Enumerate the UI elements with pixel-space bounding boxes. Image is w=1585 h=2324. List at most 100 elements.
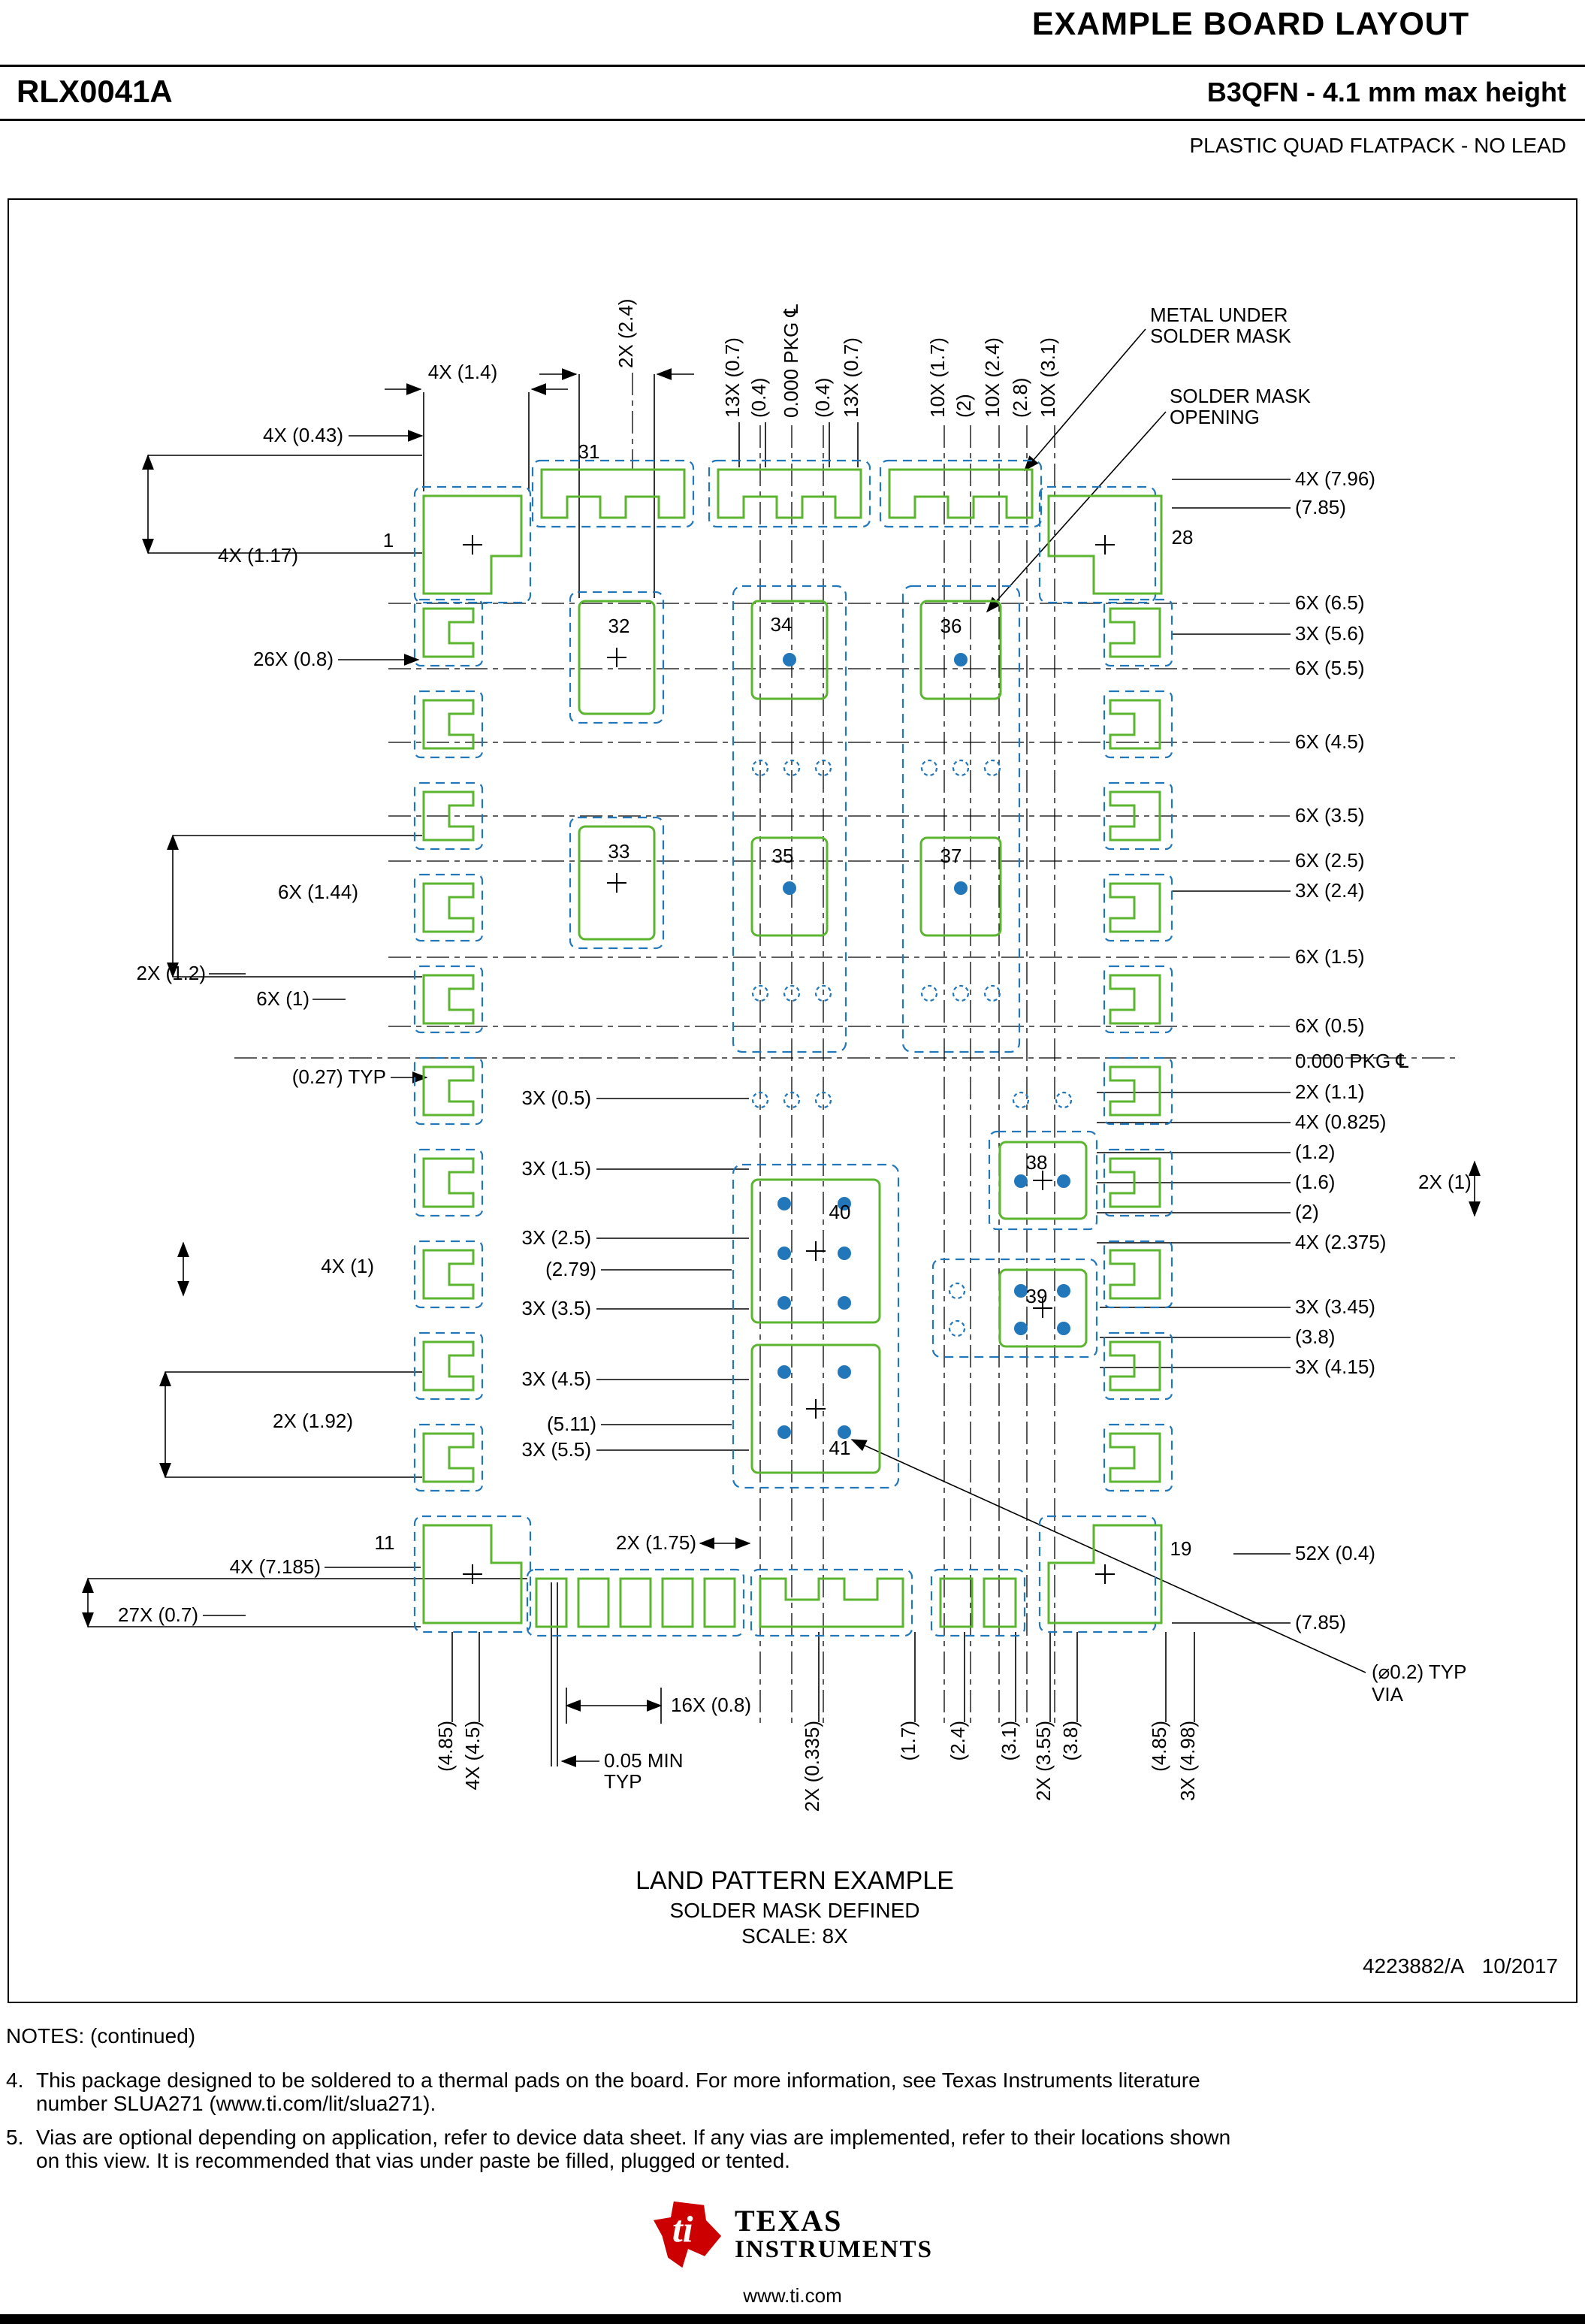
- doc-number: 4223882/A 10/2017: [1363, 1954, 1558, 1978]
- dimension-label: 6X (0.5): [1295, 1014, 1365, 1037]
- dimension-label: 3X (4.5): [522, 1368, 592, 1390]
- dimension-label: 6X (4.5): [1295, 730, 1365, 753]
- masked-via-layer: [751, 759, 1073, 1337]
- callout-solder-mask-opening: OPENING: [1170, 406, 1260, 428]
- dimension-label: 3X (3.45): [1295, 1295, 1375, 1318]
- header-rule-top: [0, 65, 1585, 67]
- dimension-label: (4.85): [434, 1721, 457, 1772]
- note-number: 5.: [6, 2126, 24, 2149]
- pad-number: 1: [383, 529, 394, 552]
- pad-number: 38: [1026, 1151, 1048, 1174]
- note-item: 5. Vias are optional depending on applic…: [6, 2126, 1562, 2172]
- dimension-label: 2X (0.335): [801, 1721, 823, 1812]
- dimension-label: 3X (0.5): [522, 1086, 592, 1109]
- drawing-frame: 2X (2.4)13X (0.7)(0.4)0.000 PKG ℄(0.4)13…: [8, 198, 1577, 2003]
- dimension-label: (1.6): [1295, 1171, 1335, 1193]
- callout-metal-under-solder-mask: METAL UNDER: [1150, 304, 1288, 326]
- dimension-label: 2X (3.55): [1032, 1721, 1055, 1801]
- bottom-bar: [0, 2314, 1585, 2324]
- dimension-label: 16X (0.8): [671, 1694, 751, 1716]
- dimension-label: 2X (1): [1418, 1171, 1472, 1193]
- dimension-label: 4X (1.17): [218, 544, 298, 567]
- dimension-label: 6X (1.5): [1295, 945, 1365, 968]
- dimension-label: 3X (1.5): [522, 1157, 592, 1180]
- pad-center-crosses: [463, 535, 1115, 1584]
- pad-number: 34: [771, 613, 792, 636]
- callout-metal-under-solder-mask: SOLDER MASK: [1150, 325, 1291, 347]
- part-number: RLX0041A: [17, 74, 173, 109]
- dimension-label: 2X (1.92): [273, 1410, 353, 1432]
- brand-line-1: TEXAS: [734, 2204, 843, 2238]
- dimension-label: 27X (0.7): [118, 1603, 198, 1626]
- pad-number: 41: [829, 1437, 851, 1459]
- dimension-label: (2.8): [1009, 378, 1031, 418]
- note-body: This package designed to be soldered to …: [36, 2069, 1562, 2115]
- via-layer: [777, 653, 1070, 1439]
- dimension-label: 4X (4.5): [461, 1721, 484, 1791]
- pad-number: 11: [375, 1531, 395, 1554]
- caption-title: LAND PATTERN EXAMPLE: [636, 1866, 954, 1895]
- pad-number: 35: [772, 845, 794, 867]
- dimension-label: (3.8): [1295, 1325, 1335, 1348]
- pad-number: 36: [940, 615, 962, 637]
- dimension-label: 3X (4.15): [1295, 1355, 1375, 1378]
- footer-url[interactable]: www.ti.com: [743, 2284, 842, 2307]
- dimension-label: 6X (3.5): [1295, 804, 1365, 827]
- dimension-label: 4X (1): [321, 1255, 374, 1277]
- dimension-label: (0.4): [811, 378, 834, 418]
- dimension-label: (1.2): [1295, 1141, 1335, 1163]
- copper-pads-layer: [422, 468, 1163, 1628]
- dimension-label: 2X (1.75): [616, 1531, 696, 1554]
- dimension-label: 6X (1): [256, 987, 309, 1010]
- note-line: Vias are optional depending on applicati…: [36, 2126, 1231, 2149]
- dimension-label: 2X (1.1): [1295, 1080, 1365, 1103]
- solder-mask-openings-layer: [413, 459, 1173, 1637]
- dimension-label: 3X (4.98): [1176, 1721, 1199, 1801]
- dimension-label: (1.7): [897, 1721, 919, 1760]
- dimension-label: 4X (2.375): [1295, 1231, 1386, 1253]
- dimension-label: 3X (3.5): [522, 1297, 592, 1319]
- notes-section: NOTES: (continued) 4. This package desig…: [6, 2024, 1562, 2183]
- dimension-label: 3X (5.6): [1295, 622, 1365, 645]
- dimension-label: 2X (1.2): [137, 962, 207, 984]
- dimension-label: VIA: [1372, 1683, 1404, 1706]
- ti-logo-text: TEXAS INSTRUMENTS: [734, 2204, 934, 2264]
- dimension-label: 3X (2.5): [522, 1226, 592, 1249]
- dimension-label: 0.05 MIN: [604, 1749, 684, 1772]
- dimension-label: 4X (7.96): [1295, 467, 1375, 490]
- dimension-label: (3.1): [998, 1721, 1020, 1760]
- dimension-label: 6X (5.5): [1295, 657, 1365, 679]
- note-line: on this view. It is recommended that via…: [36, 2149, 790, 2172]
- dimension-label: 2X (2.4): [614, 299, 637, 369]
- dimension-label: 4X (0.43): [263, 424, 343, 446]
- dimension-label: (2): [1295, 1201, 1319, 1223]
- pad-number: 32: [608, 615, 630, 637]
- note-line: number SLUA271 (www.ti.com/lit/slua271).: [36, 2092, 436, 2115]
- dimension-label: 10X (2.4): [981, 337, 1004, 418]
- dimension-label: 0.000 PKG ℄: [1295, 1050, 1408, 1072]
- pad-number: 39: [1026, 1285, 1048, 1307]
- package-subtitle: PLASTIC QUAD FLATPACK - NO LEAD: [1189, 134, 1566, 157]
- dimension-label: (2.79): [545, 1258, 596, 1280]
- dimension-label: (3.8): [1059, 1721, 1082, 1760]
- dimension-label: 3X (5.5): [522, 1438, 592, 1461]
- labels-layer: 2X (2.4)13X (0.7)(0.4)0.000 PKG ℄(0.4)13…: [118, 299, 1558, 1978]
- dimension-label: 26X (0.8): [253, 648, 334, 670]
- pad-number: 19: [1170, 1537, 1192, 1560]
- dimension-label: (⌀0.2) TYP: [1372, 1661, 1466, 1683]
- brand-line-2: INSTRUMENTS: [734, 2236, 934, 2263]
- dimension-label: 10X (1.7): [926, 337, 949, 418]
- callout-solder-mask-opening: SOLDER MASK: [1170, 385, 1311, 407]
- caption-subtitle: SOLDER MASK DEFINED: [670, 1899, 920, 1922]
- pad-number: 33: [608, 840, 630, 863]
- pad-number: 37: [940, 845, 962, 867]
- dimension-label: 4X (0.825): [1295, 1111, 1386, 1133]
- ti-logo-icon: ti: [653, 2201, 722, 2268]
- ti-logo-monogram: ti: [672, 2209, 693, 2250]
- package-title: B3QFN - 4.1 mm max height: [1206, 77, 1566, 107]
- note-line: This package designed to be soldered to …: [36, 2069, 1200, 2092]
- centerlines-layer: [234, 373, 1459, 1725]
- dimension-label: 13X (0.7): [721, 337, 744, 418]
- note-number: 4.: [6, 2069, 24, 2092]
